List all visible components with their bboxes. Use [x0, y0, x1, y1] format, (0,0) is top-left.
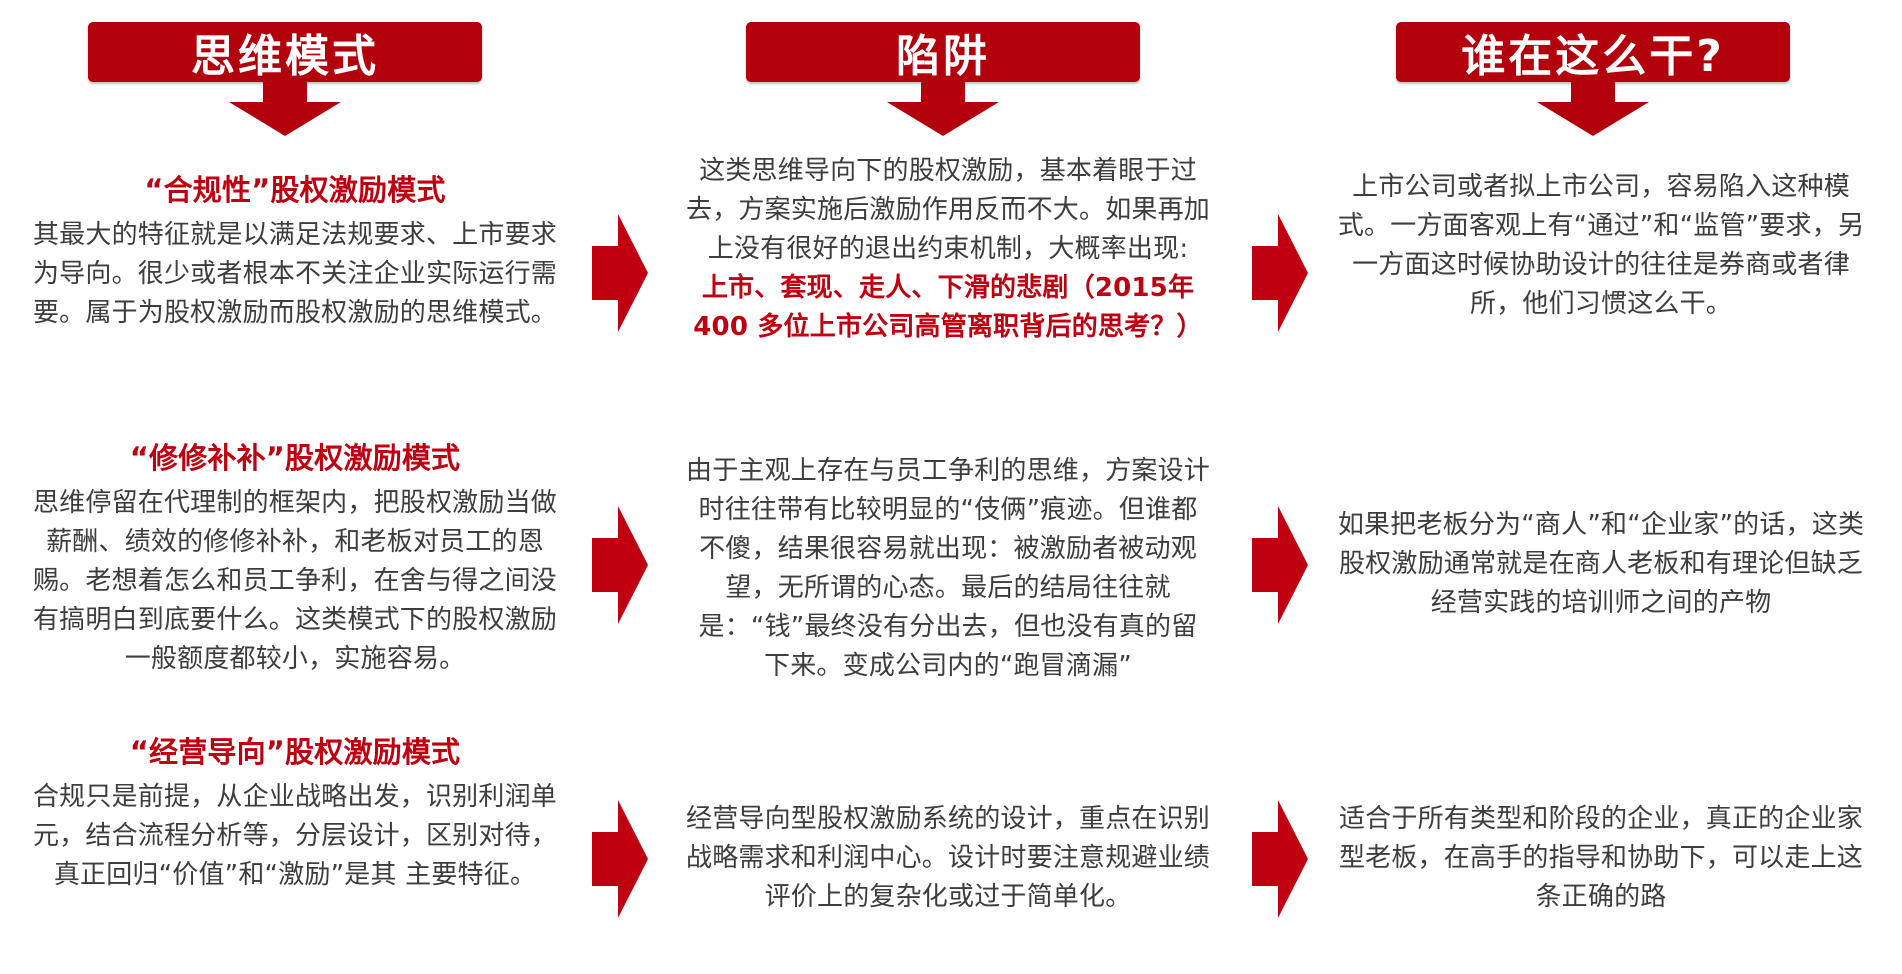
- right-arrow-icon: [592, 506, 648, 624]
- right-arrow-icon: [592, 214, 648, 332]
- header-who: 谁在这么干?: [1396, 22, 1790, 82]
- trap-cell-compliance: 这类思维导向下的股权激励，基本着眼于过去，方案实施后激励作用反而不大。如果再加上…: [686, 152, 1210, 347]
- right-arrow-icon: [1252, 214, 1308, 332]
- trap-description: 由于主观上存在与员工争利的思维，方案设计时往往带有比较明显的“伎俩”痕迹。但谁都…: [686, 456, 1211, 681]
- trap-highlight: 上市、套现、走人、下滑的悲剧（2015年 400 多位上市公司高管离职背后的思考…: [693, 273, 1203, 342]
- mode-cell-patching: “修修补补”股权激励模式 思维停留在代理制的框架内，把股权激励当做薪酬、绩效的修…: [30, 436, 560, 679]
- down-arrow-icon: [887, 80, 999, 136]
- right-arrow-icon: [592, 800, 648, 918]
- mode-description: 合规只是前提，从企业战略出发，识别利润单元，结合流程分析等，分层设计，区别对待，…: [32, 782, 557, 890]
- trap-description: 经营导向型股权激励系统的设计，重点在识别战略需求和利润中心。设计时要注意规避业绩…: [686, 804, 1211, 912]
- right-arrow-icon: [1252, 800, 1308, 918]
- mode-title: “经营导向”股权激励模式: [129, 735, 461, 769]
- down-arrow-icon: [1537, 80, 1649, 136]
- mode-cell-business: “经营导向”股权激励模式 合规只是前提，从企业战略出发，识别利润单元，结合流程分…: [30, 730, 560, 895]
- header-thinking-mode: 思维模式: [88, 22, 482, 82]
- mode-cell-compliance: “合规性”股权激励模式 其最大的特征就是以满足法规要求、上市要求为导向。很少或者…: [30, 168, 560, 333]
- mode-description: 思维停留在代理制的框架内，把股权激励当做薪酬、绩效的修修补补，和老板对员工的恩赐…: [32, 488, 557, 674]
- who-description: 上市公司或者拟上市公司，容易陷入这种模式。一方面客观上有“通过”和“监管”要求，…: [1337, 172, 1865, 319]
- down-arrow-icon: [229, 80, 341, 136]
- header-label: 思维模式: [191, 31, 379, 82]
- mode-title: “合规性”股权激励模式: [144, 173, 446, 207]
- right-arrow-icon: [1252, 506, 1308, 624]
- who-cell-patching: 如果把老板分为“商人”和“企业家”的话，这类股权激励通常就是在商人老板和有理论但…: [1334, 506, 1868, 623]
- who-cell-business: 适合于所有类型和阶段的企业，真正的企业家型老板，在高手的指导和协助下，可以走上这…: [1334, 800, 1868, 917]
- who-description: 如果把老板分为“商人”和“企业家”的话，这类股权激励通常就是在商人老板和有理论但…: [1337, 510, 1865, 618]
- header-label: 谁在这么干?: [1461, 31, 1725, 82]
- who-description: 适合于所有类型和阶段的企业，真正的企业家型老板，在高手的指导和协助下，可以走上这…: [1338, 804, 1863, 912]
- header-trap: 陷阱: [746, 22, 1140, 82]
- who-cell-compliance: 上市公司或者拟上市公司，容易陷入这种模式。一方面客观上有“通过”和“监管”要求，…: [1334, 168, 1868, 324]
- trap-cell-business: 经营导向型股权激励系统的设计，重点在识别战略需求和利润中心。设计时要注意规避业绩…: [686, 800, 1210, 917]
- trap-description: 这类思维导向下的股权激励，基本着眼于过去，方案实施后激励作用反而不大。如果再加上…: [686, 156, 1211, 264]
- trap-cell-patching: 由于主观上存在与员工争利的思维，方案设计时往往带有比较明显的“伎俩”痕迹。但谁都…: [686, 452, 1210, 686]
- header-label: 陷阱: [896, 31, 990, 82]
- mode-title: “修修补补”股权激励模式: [129, 441, 461, 475]
- mode-description: 其最大的特征就是以满足法规要求、上市要求为导向。很少或者根本不关注企业实际运行需…: [32, 220, 557, 328]
